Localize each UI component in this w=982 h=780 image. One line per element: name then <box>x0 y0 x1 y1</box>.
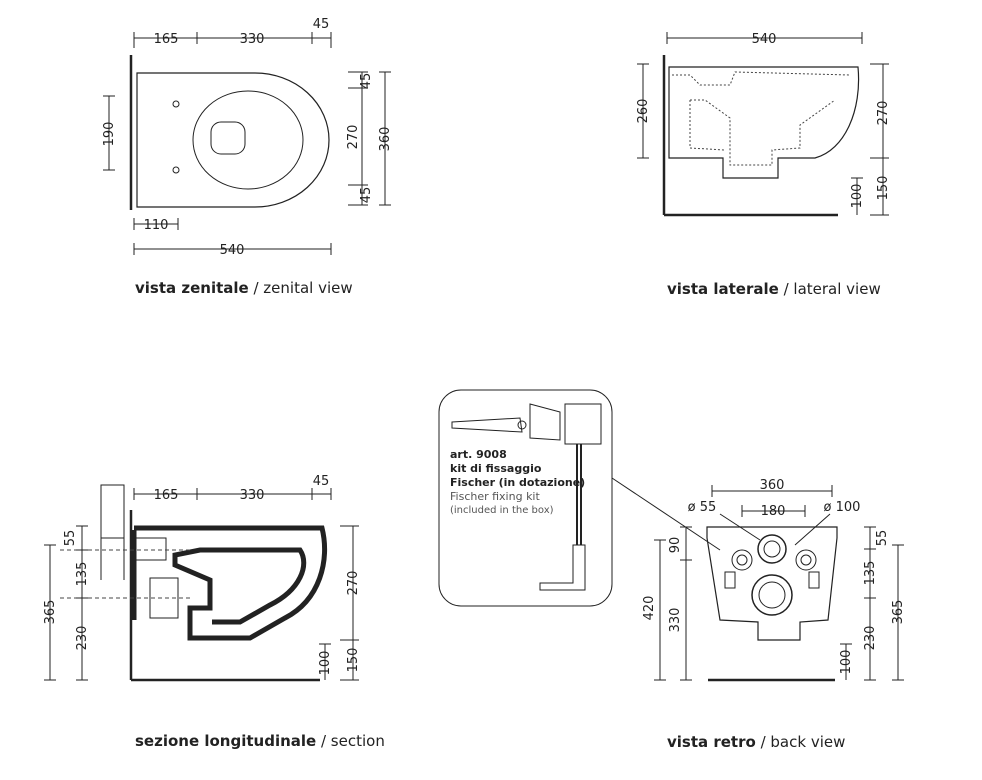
caption-english: lateral view <box>793 280 881 298</box>
dim-label: 330 <box>240 32 265 47</box>
dim-label: 45 <box>359 73 374 90</box>
caption-lateral-view: vista laterale / lateral view <box>667 280 881 298</box>
zenital-dimension-labels: 165 330 45 190 45 270 45 360 110 540 <box>102 17 393 258</box>
dim-label: 45 <box>313 474 330 489</box>
caption-italian: vista laterale <box>667 280 779 298</box>
dim-label: 150 <box>876 176 891 201</box>
kit-included-note-english: (included in the box) <box>450 505 554 516</box>
section-view-drawing <box>44 484 359 682</box>
dim-label: 360 <box>378 127 393 152</box>
caption-section-view: sezione longitudinale / section <box>135 732 385 750</box>
dim-label: 270 <box>346 571 361 596</box>
dim-label: 330 <box>668 608 683 633</box>
dim-label: 260 <box>636 99 651 124</box>
caption-english: section <box>330 732 385 750</box>
kit-included-note-italian: (in dotazione) <box>498 476 586 489</box>
dim-label: 270 <box>876 101 891 126</box>
dim-label: 180 <box>761 504 786 519</box>
dim-label: 165 <box>154 32 179 47</box>
zenital-view-drawing <box>103 32 391 255</box>
caption-zenital-view: vista zenitale / zenital view <box>135 279 353 297</box>
caption-italian: sezione longitudinale <box>135 732 317 750</box>
dim-label: 45 <box>359 187 374 204</box>
kit-brand: Fischer <box>450 476 496 489</box>
lateral-dimension-labels: 540 260 270 150 100 <box>636 32 891 208</box>
back-view-drawing <box>654 485 904 682</box>
kit-title-italian: kit di fissaggio <box>450 462 542 475</box>
caption-italian: vista retro <box>667 733 756 751</box>
dim-label: 55 <box>63 530 78 547</box>
fixing-kit-panel <box>438 389 721 607</box>
dim-label: 190 <box>102 122 117 147</box>
kit-description: art. 9008 kit di fissaggio Fischer (in d… <box>450 448 585 518</box>
caption-back-view: vista retro / back view <box>667 733 846 751</box>
dim-label: 135 <box>863 561 878 586</box>
dim-label: ø 55 <box>688 500 717 515</box>
kit-title-english: Fischer fixing kit <box>450 490 540 503</box>
back-dimension-labels: 360 180 ø 55 ø 100 90 420 330 55 135 230… <box>642 478 906 674</box>
dim-label: 360 <box>760 478 785 493</box>
dim-label: 230 <box>863 626 878 651</box>
dim-label: ø 100 <box>824 500 861 515</box>
dim-label: 100 <box>839 650 854 675</box>
dim-label: 100 <box>850 184 865 209</box>
dim-label: 270 <box>346 125 361 150</box>
section-dimension-labels: 165 330 45 55 135 230 365 270 150 100 <box>43 474 361 675</box>
dim-label: 540 <box>752 32 777 47</box>
dim-label: 540 <box>220 243 245 258</box>
dim-label: 230 <box>75 626 90 651</box>
dim-label: 45 <box>313 17 330 32</box>
dim-label: 55 <box>875 530 890 547</box>
dim-label: 150 <box>346 648 361 673</box>
kit-code: art. 9008 <box>450 448 507 461</box>
caption-italian: vista zenitale <box>135 279 249 297</box>
dim-label: 365 <box>891 600 906 625</box>
lateral-view-drawing <box>637 32 889 217</box>
dim-label: 420 <box>642 596 657 621</box>
caption-english: back view <box>770 733 846 751</box>
dim-label: 330 <box>240 488 265 503</box>
dim-label: 90 <box>668 537 683 554</box>
dim-label: 135 <box>75 562 90 587</box>
dim-label: 100 <box>318 651 333 676</box>
dim-label: 365 <box>43 600 58 625</box>
dim-label: 110 <box>144 218 169 233</box>
dim-label: 165 <box>154 488 179 503</box>
caption-english: zenital view <box>263 279 353 297</box>
